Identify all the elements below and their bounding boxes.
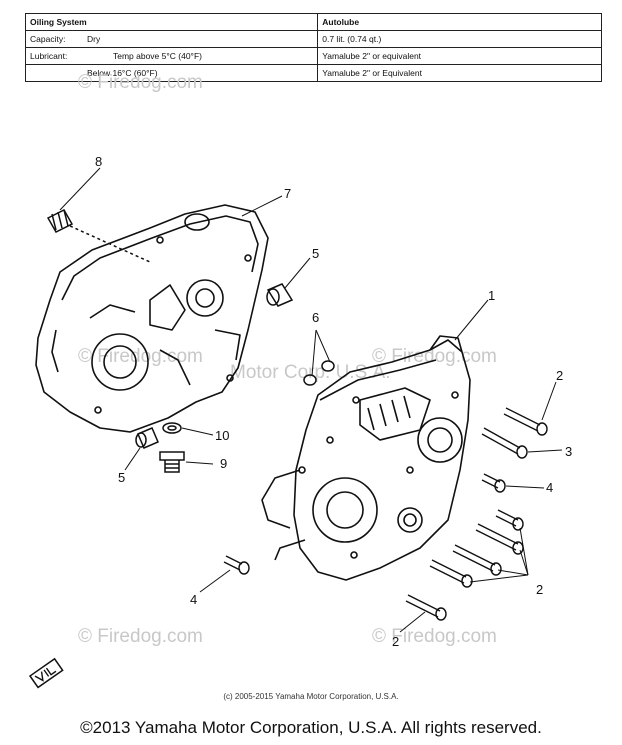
- watermark: Motor Corp. U.S.A.: [230, 362, 391, 383]
- callout-4-left: 4: [190, 592, 197, 607]
- callout-4-right: 4: [546, 480, 553, 495]
- crankcase-screws: [223, 407, 548, 621]
- left-crankcase-half: [35, 204, 269, 433]
- callout-8: 8: [95, 154, 102, 169]
- screw-2-mid2: [475, 523, 524, 555]
- callout-2-right: 2: [536, 582, 543, 597]
- watermark: © Firedog.com: [78, 626, 203, 647]
- callout-5-upper: 5: [312, 246, 319, 261]
- watermark: © Firedog.com: [78, 346, 203, 367]
- screw-2-top: [503, 407, 548, 436]
- screw-2-mid4: [429, 559, 473, 588]
- footer-copyright: ©2013 Yamaha Motor Corporation, U.S.A. A…: [80, 718, 542, 737]
- knock-pins: [303, 360, 335, 386]
- spec-row-below: Below 16°C (60°F) Yamalube 2" or Equival…: [24, 64, 602, 82]
- plug-5-lower: [135, 427, 159, 449]
- watermark: © Firedog.com: [372, 346, 497, 367]
- spec-row-lubricant: Lubricant: Temp above 5°C (40°F) Yamalub…: [24, 47, 602, 65]
- callout-5-lower: 5: [118, 470, 125, 485]
- watermark: © Firedog.com: [78, 72, 203, 93]
- screw-3: [481, 427, 528, 459]
- callout-3: 3: [565, 444, 572, 459]
- screw-2-mid3: [452, 544, 502, 576]
- right-crankcase-half: [261, 335, 471, 581]
- leader-lines: [59, 167, 563, 633]
- callout-9: 9: [220, 456, 227, 471]
- diagram-copyright: (c) 2005-2015 Yamaha Motor Corporation, …: [223, 692, 399, 701]
- spec-label: [24, 64, 83, 82]
- callout-2-top: 2: [556, 368, 563, 383]
- callout-6: 6: [312, 310, 319, 325]
- watermark: © Firedog.com: [372, 626, 497, 647]
- screw-2-bottom: [405, 594, 447, 621]
- screw-2-mid1: [495, 509, 524, 531]
- screw-4-left: [223, 555, 250, 575]
- callout-10: 10: [215, 428, 229, 443]
- breather-fitting: [46, 209, 151, 263]
- drain-bolt-and-washer: [159, 422, 185, 473]
- spec-header-row: Oiling System Autolube: [24, 13, 602, 31]
- spec-value: Yamalube 2" or Equivalent: [317, 64, 602, 82]
- callout-2-bottom: 2: [392, 634, 399, 649]
- callout-1: 1: [488, 288, 495, 303]
- callout-7: 7: [284, 186, 291, 201]
- oiling-spec-table: Oiling System Autolube Capacity: Dry 0.7…: [24, 13, 602, 82]
- plug-5-upper: [266, 283, 294, 307]
- screw-4-right: [481, 473, 506, 493]
- logo-stamp: [28, 657, 64, 689]
